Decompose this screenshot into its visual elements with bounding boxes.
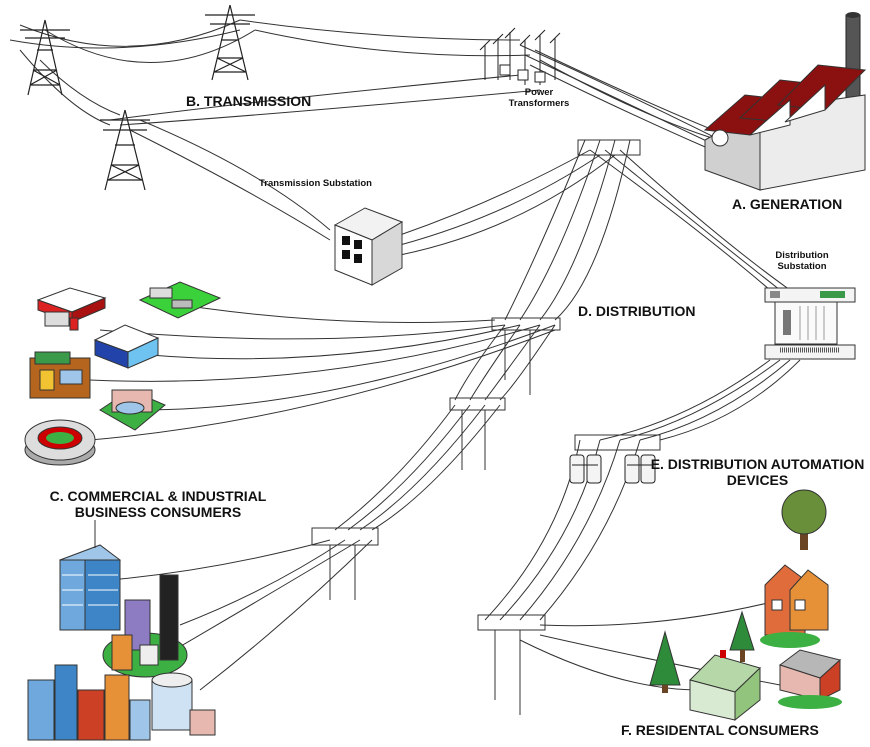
power-plant-factory (703, 12, 867, 191)
residential-consumers-label: F. RESIDENTAL CONSUMERS (621, 722, 819, 738)
distribution-substation-label-line2: Substation (777, 261, 827, 272)
round-tower-icon (151, 672, 216, 736)
automation-label-line2: DEVICES (726, 472, 789, 488)
power-transformers-label: Power Transformers (504, 87, 574, 109)
house-icon (689, 650, 761, 722)
city-block-icon (102, 574, 188, 678)
pine-tree-icon-2 (649, 630, 681, 693)
transmission-tower-3 (100, 109, 150, 191)
gas-station-icon (36, 287, 107, 331)
distribution-poles (311, 139, 661, 715)
transmission-substation-label: Transmission Substation (259, 178, 372, 189)
power-transformers-label-line2: Transformers (508, 98, 570, 109)
downtown-icon (27, 664, 151, 741)
power-transformers-label-line1: Power (524, 87, 554, 98)
sports-stadium-icon (24, 419, 96, 466)
automation-label-line1: E. DISTRIBUTION AUTOMATION (650, 456, 865, 472)
power-lines (9, 19, 801, 691)
office-building-icon (93, 324, 160, 369)
commercial-consumers-label: C. COMMERCIAL & INDUSTRIAL BUSINESS CONS… (38, 488, 278, 520)
distribution-label: D. DISTRIBUTION (578, 303, 696, 319)
transmission-label: B. TRANSMISSION (186, 93, 312, 109)
transmission-tower-1 (20, 19, 70, 96)
commercial-label-line2: BUSINESS CONSUMERS (74, 504, 242, 520)
store-icon (29, 351, 91, 399)
townhouses-icon (760, 564, 829, 648)
commercial-label-line1: C. COMMERCIAL & INDUSTRIAL (49, 488, 267, 504)
skyscraper-icon (58, 520, 121, 631)
stadium-arena-icon (99, 389, 166, 431)
distribution-substation-rack (764, 287, 856, 360)
tree-icon-1 (781, 489, 827, 550)
generation-label: A. GENERATION (732, 196, 843, 212)
pine-tree-icon-1 (729, 610, 755, 662)
suburban-house-icon (778, 649, 842, 709)
industrial-park-icon (138, 281, 222, 319)
distribution-substation-label-line1: Distribution (775, 250, 829, 261)
automation-devices-label: E. DISTRIBUTION AUTOMATION DEVICES (650, 456, 865, 488)
distribution-substation-label: Distribution Substation (757, 250, 847, 272)
automation-devices (569, 454, 656, 484)
transmission-tower-2 (205, 4, 255, 81)
transmission-substation-cabinet (333, 207, 404, 286)
power-transformers (479, 27, 561, 85)
